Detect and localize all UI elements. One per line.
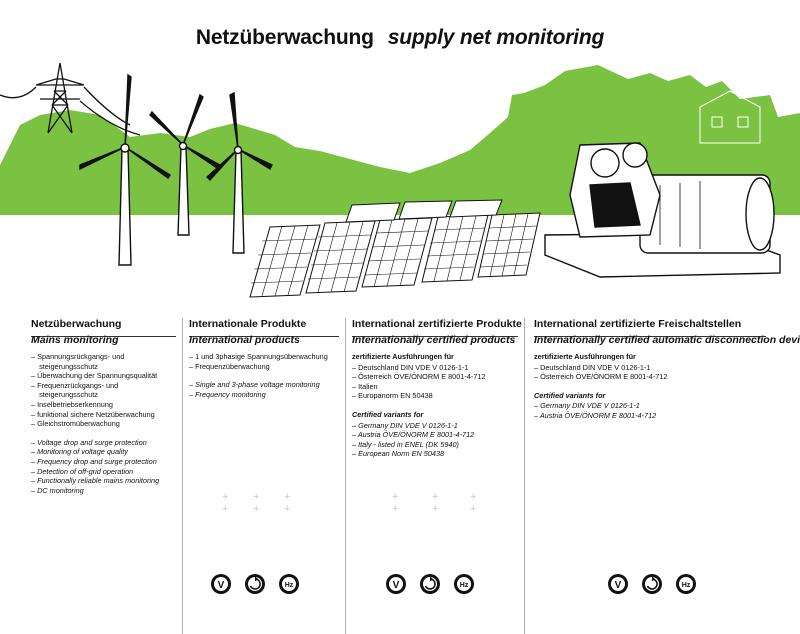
pylon-icon: [0, 62, 141, 136]
list-item: – Austria ÖVE/ÖNORM E 8001-4-712: [352, 430, 475, 440]
list-item: – Monitoring of voltage quality: [31, 447, 128, 457]
column-title: International zertifizierte Produkte: [352, 318, 522, 330]
frequency-icon: [676, 574, 696, 594]
frequency-icon: [454, 574, 474, 594]
heading-rule: [31, 336, 176, 337]
column-title: International zertifizierte Freischaltst…: [534, 318, 742, 330]
energy-illustration: [0, 62, 800, 317]
list-item: – Italy - listed in ENEL (DK 5940): [352, 439, 459, 449]
column-divider: [182, 318, 183, 634]
column-certified-disconnection-devices: International zertifizierte Freischaltst…: [534, 318, 800, 634]
list-item: – Italien: [352, 381, 378, 391]
list-item: – Germany DIN VDE V 0126-1-1: [352, 420, 458, 430]
list-item: – Österreich ÖVE/ÖNORM E 8001-4-712: [534, 372, 668, 382]
heading-rule: [189, 336, 339, 337]
list-item: – Frequenzrückgangs- und: [31, 380, 119, 390]
list-item: – 1 und 3phasige Spannungsüberwachung: [189, 352, 328, 361]
list-item: – Austria ÖVE/ÖNORM E 8001-4-712: [534, 410, 657, 420]
list-heading: Certified variants for: [534, 390, 606, 400]
heading-rule: [352, 336, 518, 337]
title-en: supply net monitoring: [387, 26, 605, 49]
list-item: – DC monitoring: [31, 485, 84, 495]
list-item: – Gleichstromüberwachung: [31, 419, 120, 429]
list-item: – Europanorm EN 50438: [352, 391, 433, 401]
frequency-icon: [279, 574, 299, 594]
list-item: – European Norm EN 50438: [352, 449, 445, 459]
phase-rotation-icon: [641, 573, 663, 595]
list-item: – Deutschland DIN VDE V 0126-1-1: [352, 362, 469, 372]
house-icon: [699, 90, 761, 144]
list-item: – Inselbetriebserkennung: [31, 399, 113, 409]
list-item: – Spannungsrückgangs- und: [31, 352, 125, 361]
list-item: – Single and 3-phase voltage monitoring: [189, 380, 320, 390]
column-international-products: Internationale Produkte International pr…: [189, 318, 343, 634]
column-title: Netzüberwachung: [31, 318, 122, 330]
list-item: – Frequency drop and surge protection: [31, 456, 157, 466]
list-item: – Österreich ÖVE/ÖNORM E 8001-4-712: [352, 372, 486, 382]
column-subtitle: International products: [189, 334, 300, 346]
list-item: – Voltage drop and surge protection: [31, 437, 147, 447]
phase-rotation-icon: [244, 573, 266, 595]
column-subtitle: Mains monitoring: [31, 334, 119, 346]
page-title: Netzüberwachung supply net monitoring: [0, 26, 800, 50]
column-mains-monitoring: Netzüberwachung Mains monitoring – Spann…: [31, 318, 181, 634]
column-subtitle: Internationally certified automatic disc…: [534, 334, 800, 346]
heading-rule: [534, 336, 766, 337]
column-title: Internationale Produkte: [189, 318, 307, 330]
list-item: – Detection of off-grid operation: [31, 466, 134, 476]
phase-rotation-icon: [419, 573, 441, 595]
voltage-icon: [211, 574, 231, 594]
list-heading: zertifizierte Ausführungen für: [534, 352, 636, 361]
list-item: – Germany DIN VDE V 0126-1-1: [534, 401, 640, 411]
solar-panel-icons: [249, 199, 541, 298]
list-item: – funktional sichere Netzüberwachung: [31, 409, 155, 419]
wind-turbine-icons: [79, 73, 273, 266]
list-item: – Deutschland DIN VDE V 0126-1-1: [534, 362, 651, 372]
list-item: – Frequenzüberwachung: [189, 361, 270, 371]
list-item: steigerungsschutz: [31, 361, 98, 371]
column-divider: [524, 318, 525, 634]
generator-icon: [544, 142, 781, 278]
list-heading: Certified variants for: [352, 409, 424, 419]
list-item: – Frequency monitoring: [189, 389, 266, 399]
title-de: Netzüberwachung: [195, 26, 374, 49]
list-item: steigerungsschutz: [31, 390, 98, 400]
voltage-icon: [386, 574, 406, 594]
column-certified-products: International zertifizierte Produkte Int…: [352, 318, 522, 634]
voltage-icon: [608, 574, 628, 594]
list-item: – Überwachung der Spannungsqualität: [31, 371, 158, 381]
list-heading: zertifizierte Ausführungen für: [352, 352, 454, 361]
column-divider: [345, 318, 346, 634]
column-subtitle: Internationally certified products: [352, 334, 516, 346]
list-item: – Functionally reliable mains monitoring: [31, 476, 160, 486]
